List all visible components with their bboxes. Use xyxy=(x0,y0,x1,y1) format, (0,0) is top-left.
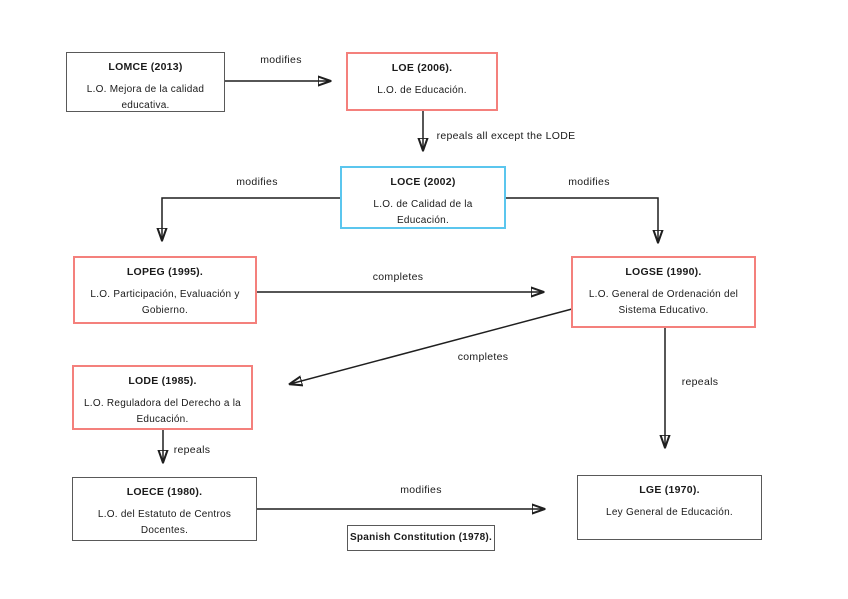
edge-label-modifies-loece-lge: modifies xyxy=(400,484,442,496)
node-lopeg: LOPEG (1995). L.O. Participación, Evalua… xyxy=(73,256,257,324)
edge-label-completes-logse-lode: completes xyxy=(457,351,509,363)
edge-label-modifies-lomce-loe: modifies xyxy=(260,54,302,66)
node-lge: LGE (1970). Ley General de Educación. xyxy=(577,475,762,540)
arrow-loce-logse xyxy=(506,197,658,242)
node-logse: LOGSE (1990). L.O. General de Ordenación… xyxy=(571,256,756,328)
node-spanish-constitution-title: Spanish Constitution (1978). xyxy=(350,532,493,543)
node-spanish-constitution: Spanish Constitution (1978). xyxy=(347,525,495,551)
edge-label-repeals-logse-lge: repeals xyxy=(681,376,719,388)
node-loe-title: LOE (2006). xyxy=(391,62,453,74)
arrow-loce-lopeg xyxy=(162,197,340,240)
edge-label-modifies-loce-logse: modifies xyxy=(568,176,610,188)
edge-label-repeals-all-except-lode: repeals all except the LODE xyxy=(436,130,576,142)
node-loece-subtitle: L.O. del Estatuto de Centros Docentes. xyxy=(97,508,232,536)
node-logse-subtitle: L.O. General de Ordenación del Sistema E… xyxy=(588,288,739,316)
node-lopeg-subtitle: L.O. Participación, Evaluación y Gobiern… xyxy=(90,288,240,316)
node-loe-subtitle: L.O. de Educación. xyxy=(377,84,467,96)
node-lode-title: LODE (1985). xyxy=(128,375,197,387)
node-loece: LOECE (1980). L.O. del Estatuto de Centr… xyxy=(72,477,257,541)
node-lopeg-title: LOPEG (1995). xyxy=(126,266,204,278)
node-lomce-subtitle: L.O. Mejora de la calidad educativa. xyxy=(86,83,205,111)
node-logse-title: LOGSE (1990). xyxy=(625,266,702,278)
node-loe: LOE (2006). L.O. de Educación. xyxy=(346,52,498,111)
node-loce-subtitle: L.O. de Calidad de la Educación. xyxy=(373,198,473,226)
edge-label-completes-lopeg-logse: completes xyxy=(372,271,424,283)
node-lode: LODE (1985). L.O. Reguladora del Derecho… xyxy=(72,365,253,430)
edge-label-repeals-lode-loece: repeals xyxy=(173,444,211,456)
node-lge-title: LGE (1970). xyxy=(639,484,700,496)
node-loece-title: LOECE (1980). xyxy=(126,486,203,498)
node-lomce: LOMCE (2013) L.O. Mejora de la calidad e… xyxy=(66,52,225,112)
node-loce: LOCE (2002) L.O. de Calidad de la Educac… xyxy=(340,166,506,229)
node-lomce-title: LOMCE (2013) xyxy=(108,61,183,73)
arrow-logse-lode xyxy=(290,308,573,384)
edge-label-modifies-loce-lopeg: modifies xyxy=(236,176,278,188)
node-lge-subtitle: Ley General de Educación. xyxy=(606,506,733,518)
node-loce-title: LOCE (2002) xyxy=(390,176,456,188)
node-lode-subtitle: L.O. Reguladora del Derecho a la Educaci… xyxy=(84,397,241,425)
